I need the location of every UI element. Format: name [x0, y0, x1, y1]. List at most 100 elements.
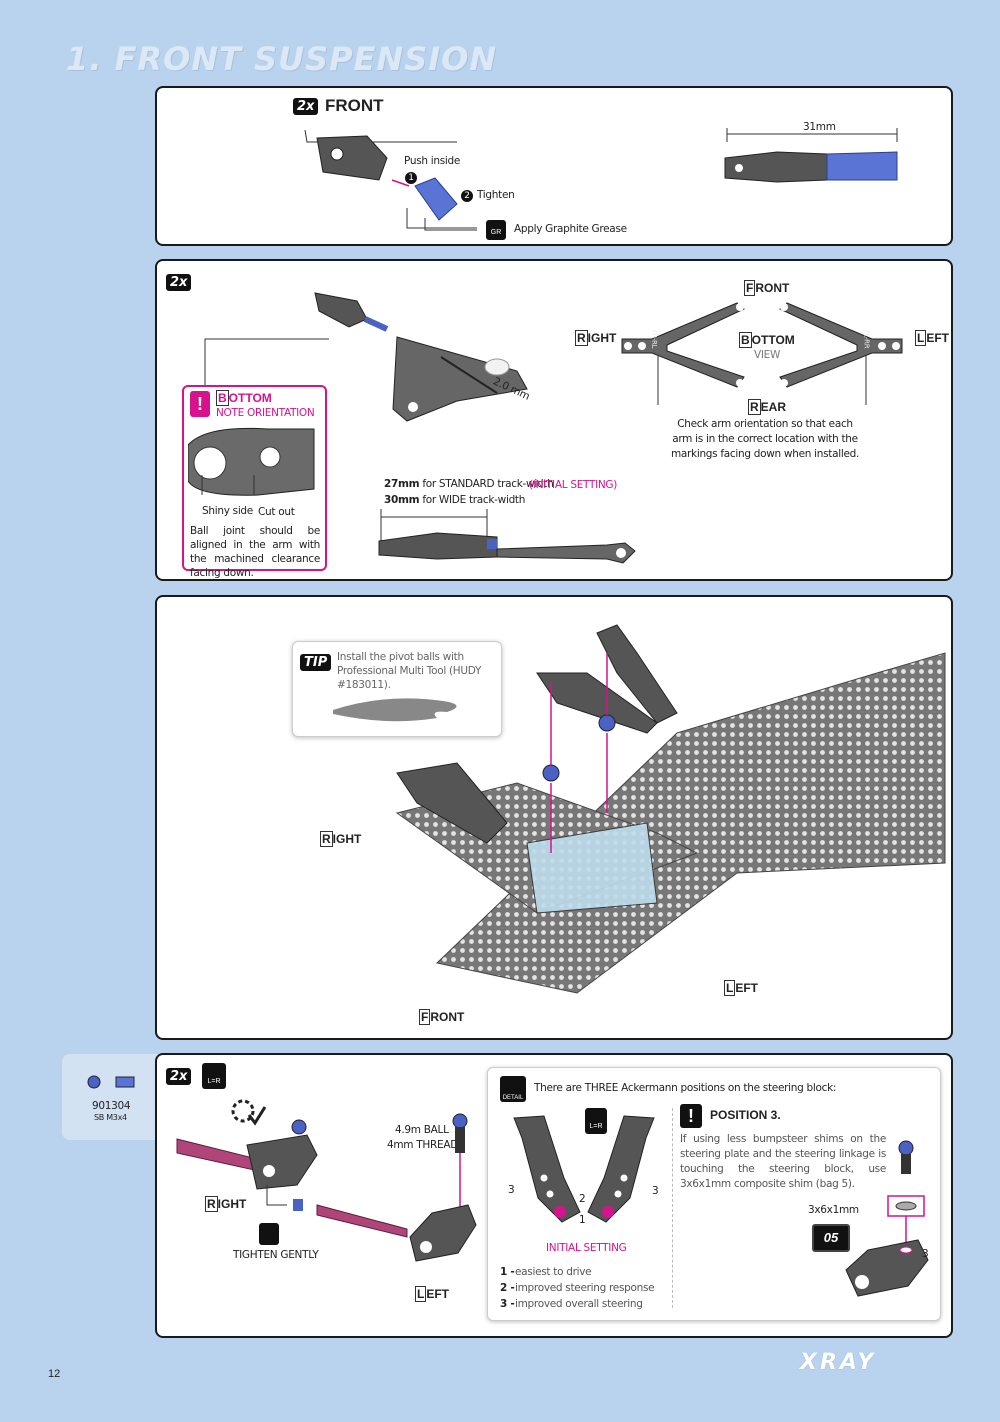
note-subtitle: NOTE ORIENTATION — [216, 407, 315, 419]
step-2-number: 2 — [461, 190, 473, 202]
step-panel-3: TIP Install the pivot balls with Profess… — [155, 595, 953, 1040]
option-3-text: improved overall steering — [515, 1298, 643, 1310]
assembled-ball-joint-illustration — [724, 128, 898, 183]
chassis-assembly-illustration — [395, 624, 946, 994]
arm-mark-right: FR-RL — [650, 329, 659, 349]
position-number-2: 2 — [579, 1193, 586, 1205]
warning-icon: ! — [680, 1104, 702, 1128]
option-1-text: easiest to drive — [515, 1266, 592, 1278]
position-3-text: If using less bumpsteer shims on the ste… — [680, 1133, 886, 1190]
steering-block — [409, 1204, 477, 1262]
position-number-3: 3 — [508, 1184, 515, 1196]
bottom-view-arms-illustration — [621, 302, 903, 405]
tighten-label: Tighten — [477, 189, 515, 201]
steering-block-assembly-illustration — [176, 1119, 408, 1238]
pivot-bushing-part — [484, 358, 510, 376]
shiny-side-label: Shiny side — [202, 505, 253, 517]
panel-heading: FRONT — [325, 96, 384, 115]
front-bulkhead — [526, 822, 658, 914]
quantity-badge: 2x — [293, 98, 319, 115]
option-1-number: 1 - — [500, 1266, 515, 1278]
steering-block — [845, 1239, 929, 1297]
check-orientation-text: Check arm orientation so that each arm i… — [670, 418, 860, 460]
suspension-arm-upper-left — [536, 624, 678, 734]
push-inside-label: Push inside — [404, 155, 461, 167]
position-number-3: 3 — [652, 1185, 659, 1197]
brand-logo: XRAY — [800, 1350, 877, 1375]
quantity-badge: 2x — [166, 274, 192, 291]
option-2-number: 2 - — [500, 1282, 515, 1294]
position-number-3: 3 — [922, 1248, 929, 1260]
left-equals-right-icon: L=R — [585, 1108, 607, 1134]
shim-assembly-illustration — [845, 1140, 929, 1297]
parts-callout: 901304 SB M3x4 — [62, 1054, 158, 1140]
view-label: VIEW — [754, 349, 781, 361]
step-1-number: 1 — [405, 172, 417, 184]
arm-assembly-illustration — [204, 292, 528, 422]
ackermann-detail-box: DETAIL There are THREE Ackermann positio… — [487, 1067, 941, 1321]
detail-title: There are THREE Ackermann positions on t… — [534, 1082, 837, 1094]
ball-joint-illustration — [304, 129, 477, 231]
wide-track-width: 30mm for WIDE track-width — [384, 494, 526, 506]
pivot-ball — [542, 714, 616, 782]
part-number: 901304 — [92, 1100, 131, 1112]
tip-badge: TIP — [300, 654, 332, 671]
bag-number-badge: 05 — [812, 1224, 850, 1252]
ackermann-positions-illustration — [513, 1115, 655, 1223]
warning-icon: ! — [190, 391, 210, 417]
cut-out-label: Cut out — [258, 506, 295, 518]
page-title: 1. FRONT SUSPENSION — [66, 40, 498, 78]
tip-box: TIP Install the pivot balls with Profess… — [292, 641, 502, 737]
screw-icon — [87, 1075, 135, 1089]
initial-setting-label: INITIAL SETTING — [546, 1242, 627, 1254]
multi-tool-icon — [333, 698, 457, 722]
step-panel-1: 2x FRONT 1 Push inside 2 Tighten GR Appl… — [155, 86, 953, 246]
dimension-label: 31mm — [803, 121, 836, 133]
note-text: Ball joint should be aligned in the arm … — [190, 525, 320, 579]
divider — [672, 1108, 673, 1308]
part-description: SB M3x4 — [94, 1113, 127, 1122]
suspension-arm-part — [392, 336, 528, 422]
hex-tool-icon — [259, 1223, 279, 1245]
tighten-gently-label: TIGHTEN GENTLY — [233, 1249, 319, 1261]
position-3-title: POSITION 3. — [710, 1108, 781, 1122]
track-width-illustration — [378, 509, 636, 564]
initial-setting-label: (INITIAL SETTING) — [529, 479, 618, 491]
left-steering-block-illustration — [409, 1113, 477, 1262]
standard-track-width: 27mm for STANDARD track-width — [384, 478, 554, 490]
position-number-1: 1 — [579, 1214, 586, 1226]
detail-magnifier-icon: DETAIL — [500, 1076, 526, 1102]
pivot-ball-part — [414, 177, 458, 221]
ball-joint-part — [314, 292, 368, 328]
grease-label: Apply Graphite Grease — [514, 223, 627, 235]
ball-joint-closeup-illustration — [188, 427, 315, 496]
ball-thread-label: 4mm THREAD — [387, 1139, 458, 1151]
quantity-badge: 2x — [166, 1068, 192, 1085]
kingpin-axle — [176, 1138, 260, 1172]
steering-block — [246, 1134, 318, 1190]
option-2-text: improved steering response — [515, 1282, 655, 1294]
graphite-grease-icon: GR — [486, 220, 506, 240]
shim-size-label: 3x6x1mm — [808, 1204, 859, 1216]
page-number: 12 — [48, 1368, 61, 1380]
tip-text: Install the pivot balls with Professiona… — [337, 651, 482, 691]
ball-size-label: 4.9m BALL — [395, 1124, 449, 1136]
suspension-arm-lower — [396, 762, 508, 844]
option-3-number: 3 - — [500, 1298, 515, 1310]
ball-joint-part — [316, 135, 388, 181]
left-equals-right-icon: L=R — [202, 1063, 226, 1089]
arm-mark-left: FL-RR — [862, 329, 871, 349]
